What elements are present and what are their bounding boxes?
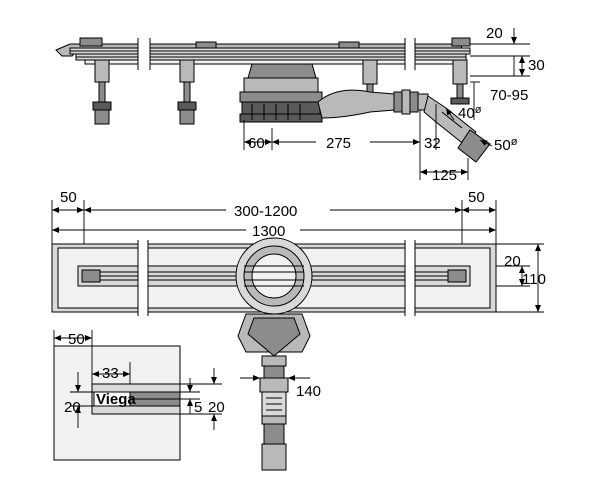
dim-outlet-height: 32 (424, 135, 441, 152)
dim-logo-height: 20 (64, 399, 81, 416)
break-lines (137, 38, 416, 70)
dim-offset: 60 (248, 135, 265, 152)
leveling-feet (92, 59, 470, 125)
dim-slot-width: 20 (504, 253, 521, 270)
dim-right-edge: 50 (468, 189, 485, 206)
dim-detail-height: 20 (208, 399, 225, 416)
top-clips (79, 37, 471, 49)
dim-outlet-reach: 125 (432, 167, 457, 184)
top-dimensions: 50 300-1200 50 1300 (51, 189, 497, 244)
detail-view: Viega 50 33 20 5 20 (53, 330, 225, 461)
dim-logo-width: 33 (102, 365, 119, 382)
side-view: 20 30 70-95 40ø 50ø 60 275 32 12 (55, 25, 545, 184)
dim-detail-edge: 50 (68, 331, 85, 348)
dim-grate-range: 300-1200 (234, 203, 297, 220)
dim-adjust-range: 70-95 (490, 87, 528, 104)
channel-profile (55, 43, 471, 65)
viega-logo (93, 391, 131, 407)
dim-height: 30 (528, 57, 545, 74)
dim-outlet-distance: 140 (296, 383, 321, 400)
outlet-dimension: 140 (240, 375, 321, 400)
dim-left-edge: 50 (60, 189, 77, 206)
top-break-lines (137, 240, 416, 316)
dim-total-width: 110 (522, 271, 546, 288)
dim-outlet-inner: 40ø (458, 104, 482, 122)
dim-slot: 5 (194, 399, 202, 416)
top-view: 50 300-1200 50 1300 20 (51, 189, 546, 471)
side-dimensions: 20 30 70-95 40ø 50ø 60 275 32 12 (243, 25, 545, 184)
drain-body (239, 63, 491, 163)
dim-total-length: 1300 (252, 223, 285, 240)
dim-outlet-outer: 50ø (494, 136, 518, 154)
dim-top-flange: 20 (486, 25, 503, 42)
viega-logo-text: Viega (96, 391, 136, 408)
dim-length: 275 (326, 135, 351, 152)
drain-top (235, 237, 313, 471)
